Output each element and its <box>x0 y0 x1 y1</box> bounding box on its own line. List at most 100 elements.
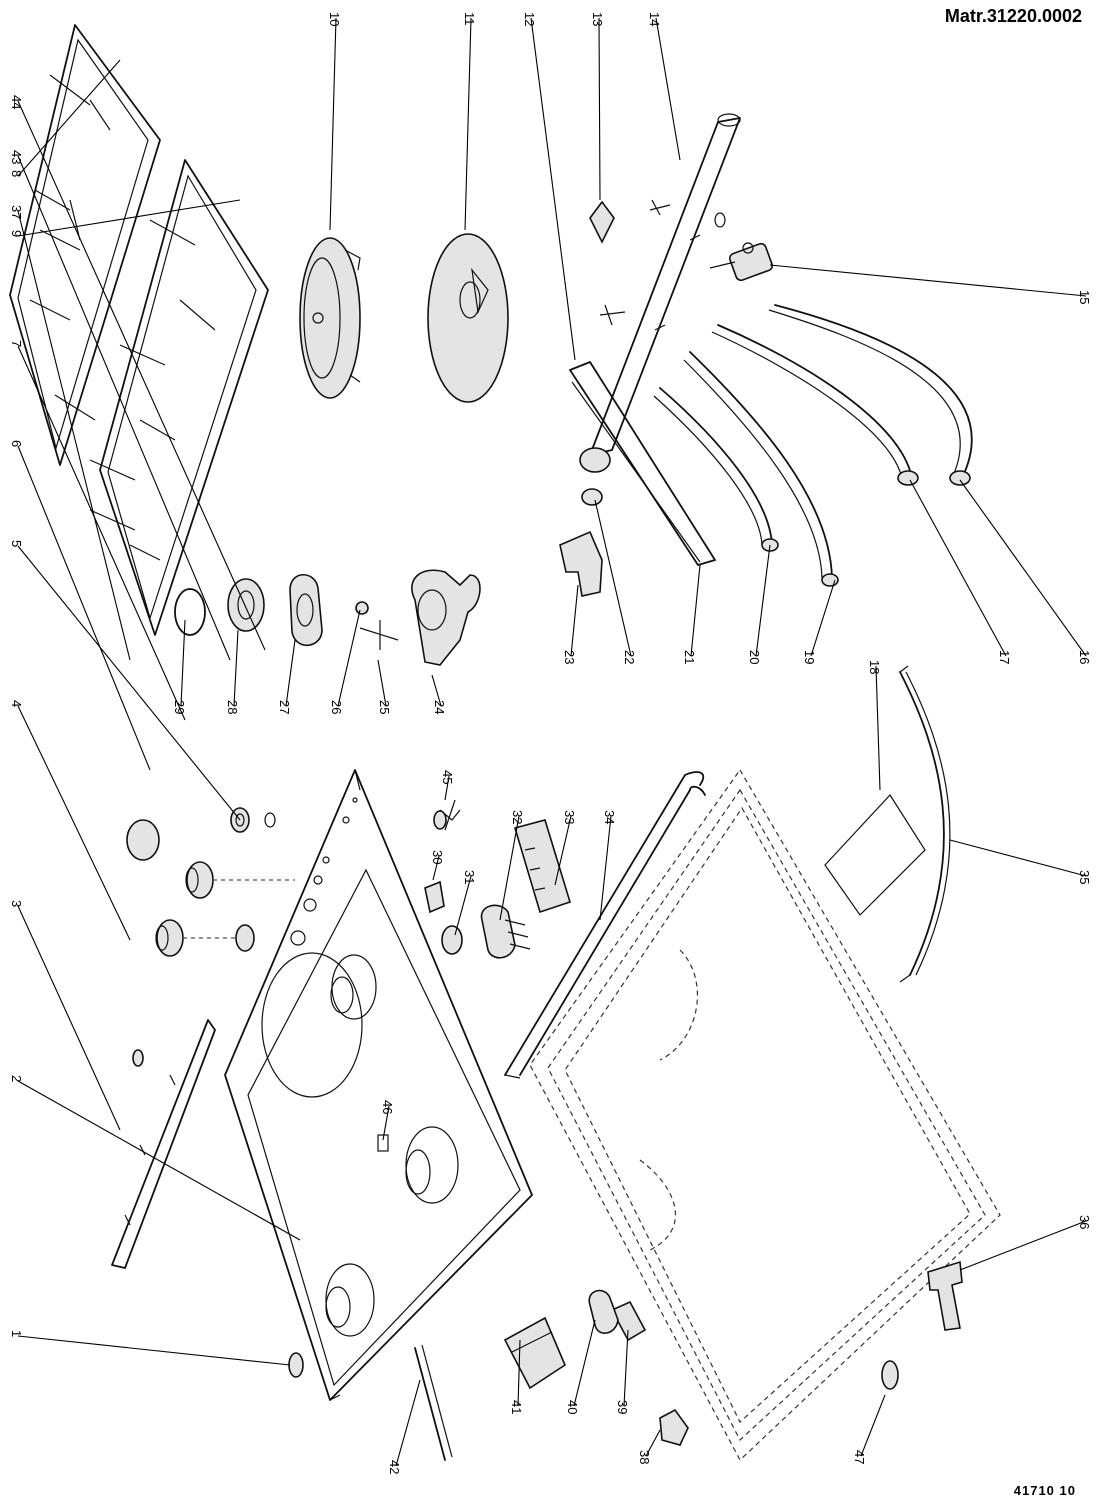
cap-38 <box>659 1408 689 1446</box>
leader-40 <box>573 1319 596 1407</box>
callout-22: 22 <box>622 650 637 664</box>
cable-35 <box>899 665 951 983</box>
leader-23 <box>570 584 579 657</box>
ignition-unit-32 <box>480 904 531 959</box>
leader-16 <box>959 479 1087 657</box>
callout-23: 23 <box>562 650 577 664</box>
callout-25: 25 <box>377 700 392 714</box>
pan-support-9 <box>89 159 269 636</box>
leader-12 <box>530 17 576 361</box>
screw-4 <box>132 1049 144 1067</box>
leader-15 <box>769 264 1087 297</box>
burner-cap-11 <box>427 233 509 403</box>
leader-32 <box>499 815 520 921</box>
callout-5: 5 <box>9 540 24 547</box>
washer-22 <box>581 488 603 506</box>
callout-34: 34 <box>602 810 617 824</box>
callout-13: 13 <box>590 12 605 26</box>
callout-19: 19 <box>802 650 817 664</box>
drawing-number: Matr.31220.0002 <box>944 6 1082 26</box>
leader-24 <box>431 674 442 707</box>
jet-13 <box>589 200 615 244</box>
leader-10 <box>329 17 337 231</box>
leader-7 <box>17 345 186 721</box>
leader-30 <box>432 855 440 881</box>
callout-26: 26 <box>329 700 344 714</box>
leader-28 <box>233 629 239 707</box>
hose-16 <box>768 304 973 486</box>
leader-13 <box>598 17 601 201</box>
switch-33 <box>513 819 571 914</box>
leader-2 <box>17 1080 301 1241</box>
clip-40 <box>588 1289 619 1334</box>
leader-34 <box>599 815 612 921</box>
pan-support-8 <box>9 24 161 466</box>
knob-6 <box>155 919 184 957</box>
hob-plate-2 <box>224 769 533 1401</box>
callout-18: 18 <box>867 660 882 674</box>
hose-20 <box>653 387 779 552</box>
leader-36 <box>959 1220 1087 1271</box>
callout-15: 15 <box>1077 290 1092 304</box>
leader-3 <box>17 905 121 1131</box>
valve-15 <box>709 242 774 282</box>
leader-4 <box>17 705 131 941</box>
callout-leaders <box>17 17 1087 1467</box>
cover-plate-18 <box>824 794 926 916</box>
leader-29 <box>180 619 186 707</box>
electrode-25 <box>359 620 399 650</box>
knob-37 <box>126 819 160 861</box>
ring-29 <box>174 588 206 636</box>
callout-16: 16 <box>1077 650 1092 664</box>
leader-43 <box>17 155 231 661</box>
ignition-45 <box>433 799 461 831</box>
trim-3 <box>111 1019 216 1269</box>
leader-18 <box>875 665 881 791</box>
callout-38: 38 <box>637 1450 652 1464</box>
spring-44 <box>264 812 276 828</box>
callout-4: 4 <box>9 700 24 707</box>
leader-33 <box>554 815 572 886</box>
callout-9: 9 <box>9 230 24 237</box>
callout-42: 42 <box>387 1460 402 1474</box>
leader-46 <box>382 1105 390 1141</box>
callout-37: 37 <box>9 205 24 219</box>
elbow-23 <box>559 530 603 597</box>
foot-47 <box>881 1360 899 1390</box>
leader-27 <box>285 639 296 707</box>
ring-28 <box>227 578 265 632</box>
callout-32: 32 <box>510 810 525 824</box>
clip-46 <box>377 1134 389 1152</box>
leader-47 <box>860 1394 886 1457</box>
callout-44: 44 <box>9 95 24 109</box>
callout-30: 30 <box>430 850 445 864</box>
igniter-31 <box>441 925 463 955</box>
burner-cap-10 <box>299 237 361 399</box>
leader-8 <box>17 59 121 177</box>
leader-17 <box>909 479 1007 657</box>
callout-39: 39 <box>615 1400 630 1414</box>
callout-29: 29 <box>172 700 187 714</box>
callout-3: 3 <box>9 900 24 907</box>
bracket-41 <box>503 1316 566 1390</box>
leader-44 <box>17 100 266 651</box>
leader-26 <box>337 609 361 707</box>
handle-36 <box>927 1260 963 1331</box>
part-30 <box>424 880 445 914</box>
callout-36: 36 <box>1077 1215 1092 1229</box>
leader-9 <box>17 199 241 237</box>
knob-7 <box>185 861 214 899</box>
leader-38 <box>645 1429 661 1457</box>
callout-43: 43 <box>9 150 24 164</box>
callout-45: 45 <box>440 770 455 784</box>
callout-40: 40 <box>565 1400 580 1414</box>
callout-33: 33 <box>562 810 577 824</box>
callout-8: 8 <box>9 170 24 177</box>
leader-11 <box>464 17 472 231</box>
leader-19 <box>810 579 836 657</box>
rod-42 <box>414 1344 453 1461</box>
callout-1: 1 <box>9 1330 24 1337</box>
housing-outline <box>529 768 1001 1461</box>
lid-hinge-bar-34 <box>504 771 706 1079</box>
